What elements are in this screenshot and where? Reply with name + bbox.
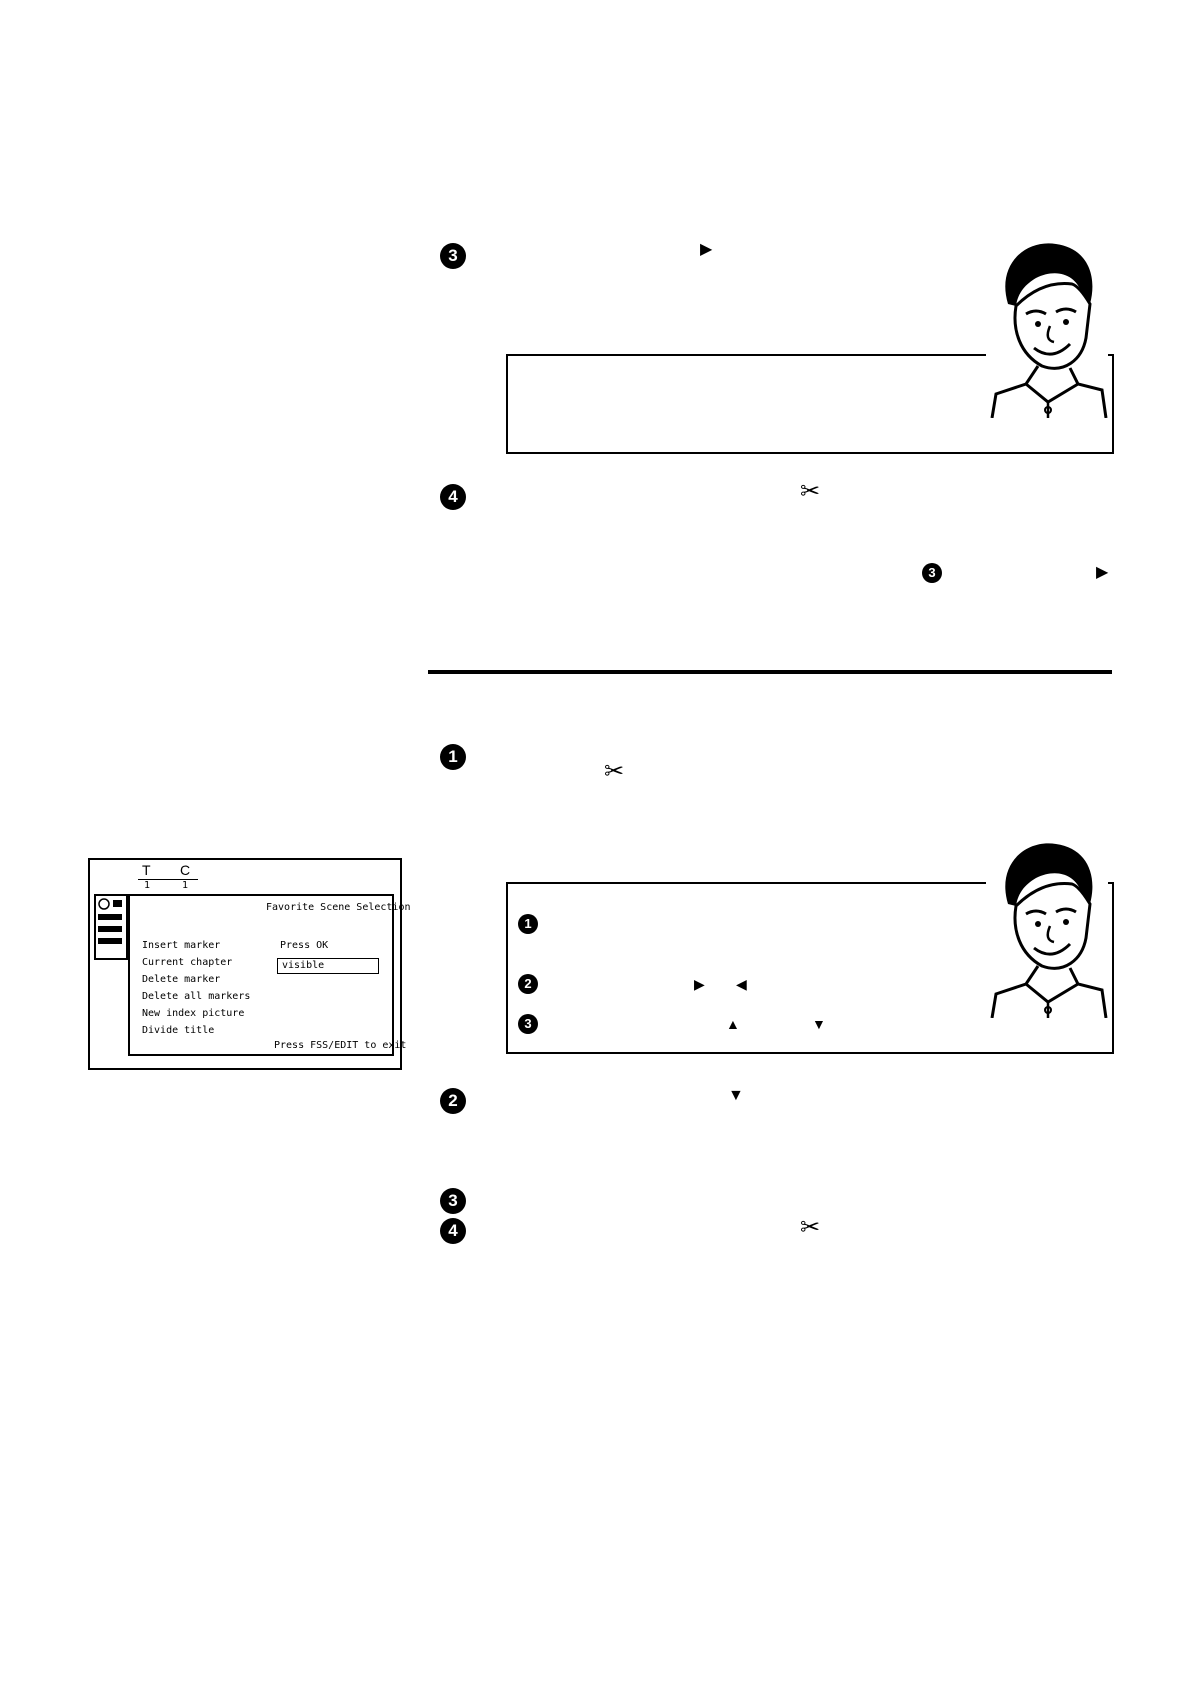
osd-title-value: 1: [144, 880, 151, 891]
tip-step-2-marker: 2: [518, 974, 538, 994]
step-4-marker: 4: [440, 1218, 466, 1244]
osd-menu-item-divide-title: Divide title: [142, 1025, 215, 1036]
osd-title-label: T: [142, 862, 151, 878]
down-arrow-icon: ▼: [728, 1087, 744, 1104]
step-3-marker: 3: [440, 243, 466, 269]
step-3-marker: 3: [440, 1188, 466, 1214]
osd-menu-title: Favorite Scene Selection: [266, 902, 411, 913]
step-1-marker: 1: [440, 744, 466, 770]
osd-press-ok: Press OK: [280, 940, 329, 951]
play-right-icon: ▶: [700, 241, 713, 258]
scissors-icon: ✂: [800, 478, 821, 505]
play-left-icon: ◀: [736, 976, 747, 992]
osd-menu-item-current-chapter: Current chapter: [142, 957, 233, 968]
disc-status-icon: [98, 898, 122, 944]
up-arrow-icon: ▲: [726, 1016, 740, 1032]
osd-footer: Press FSS/EDIT to exit: [274, 1040, 407, 1051]
osd-menu-panel: Favorite Scene Selection Insert marker C…: [128, 894, 411, 1056]
osd-menu-item-delete-marker: Delete marker: [142, 974, 221, 985]
helper-character-icon: [986, 234, 1108, 418]
scissors-icon: ✂: [604, 758, 625, 785]
helper-character-icon: [986, 834, 1108, 1018]
step-3-inline-marker: 3: [922, 563, 942, 583]
osd-menu-item-insert-marker: Insert marker: [142, 940, 221, 951]
osd-menu-item-delete-all-markers: Delete all markers: [142, 991, 251, 1002]
section-divider: [428, 670, 1112, 674]
osd-chapter-label: C: [180, 862, 191, 878]
tip-step-1-marker: 1: [518, 914, 538, 934]
play-right-icon: ▶: [694, 976, 705, 992]
play-right-icon: ▶: [1096, 564, 1109, 581]
down-arrow-icon: ▼: [812, 1016, 826, 1032]
step-4-marker: 4: [440, 484, 466, 510]
step-2-marker: 2: [440, 1088, 466, 1114]
osd-chapter-field-value: visible: [282, 960, 325, 971]
osd-menu-item-new-index-picture: New index picture: [142, 1008, 245, 1019]
scissors-icon: ✂: [800, 1214, 821, 1241]
tip-step-3-marker: 3: [518, 1014, 538, 1034]
osd-header-rule: [138, 879, 198, 880]
osd-chapter-field: visible: [277, 958, 379, 974]
osd-chapter-value: 1: [182, 880, 189, 891]
osd-status-icons: [94, 894, 128, 960]
osd-screen: T C 1 1 Favorite Scene Selection Insert …: [88, 858, 411, 1070]
